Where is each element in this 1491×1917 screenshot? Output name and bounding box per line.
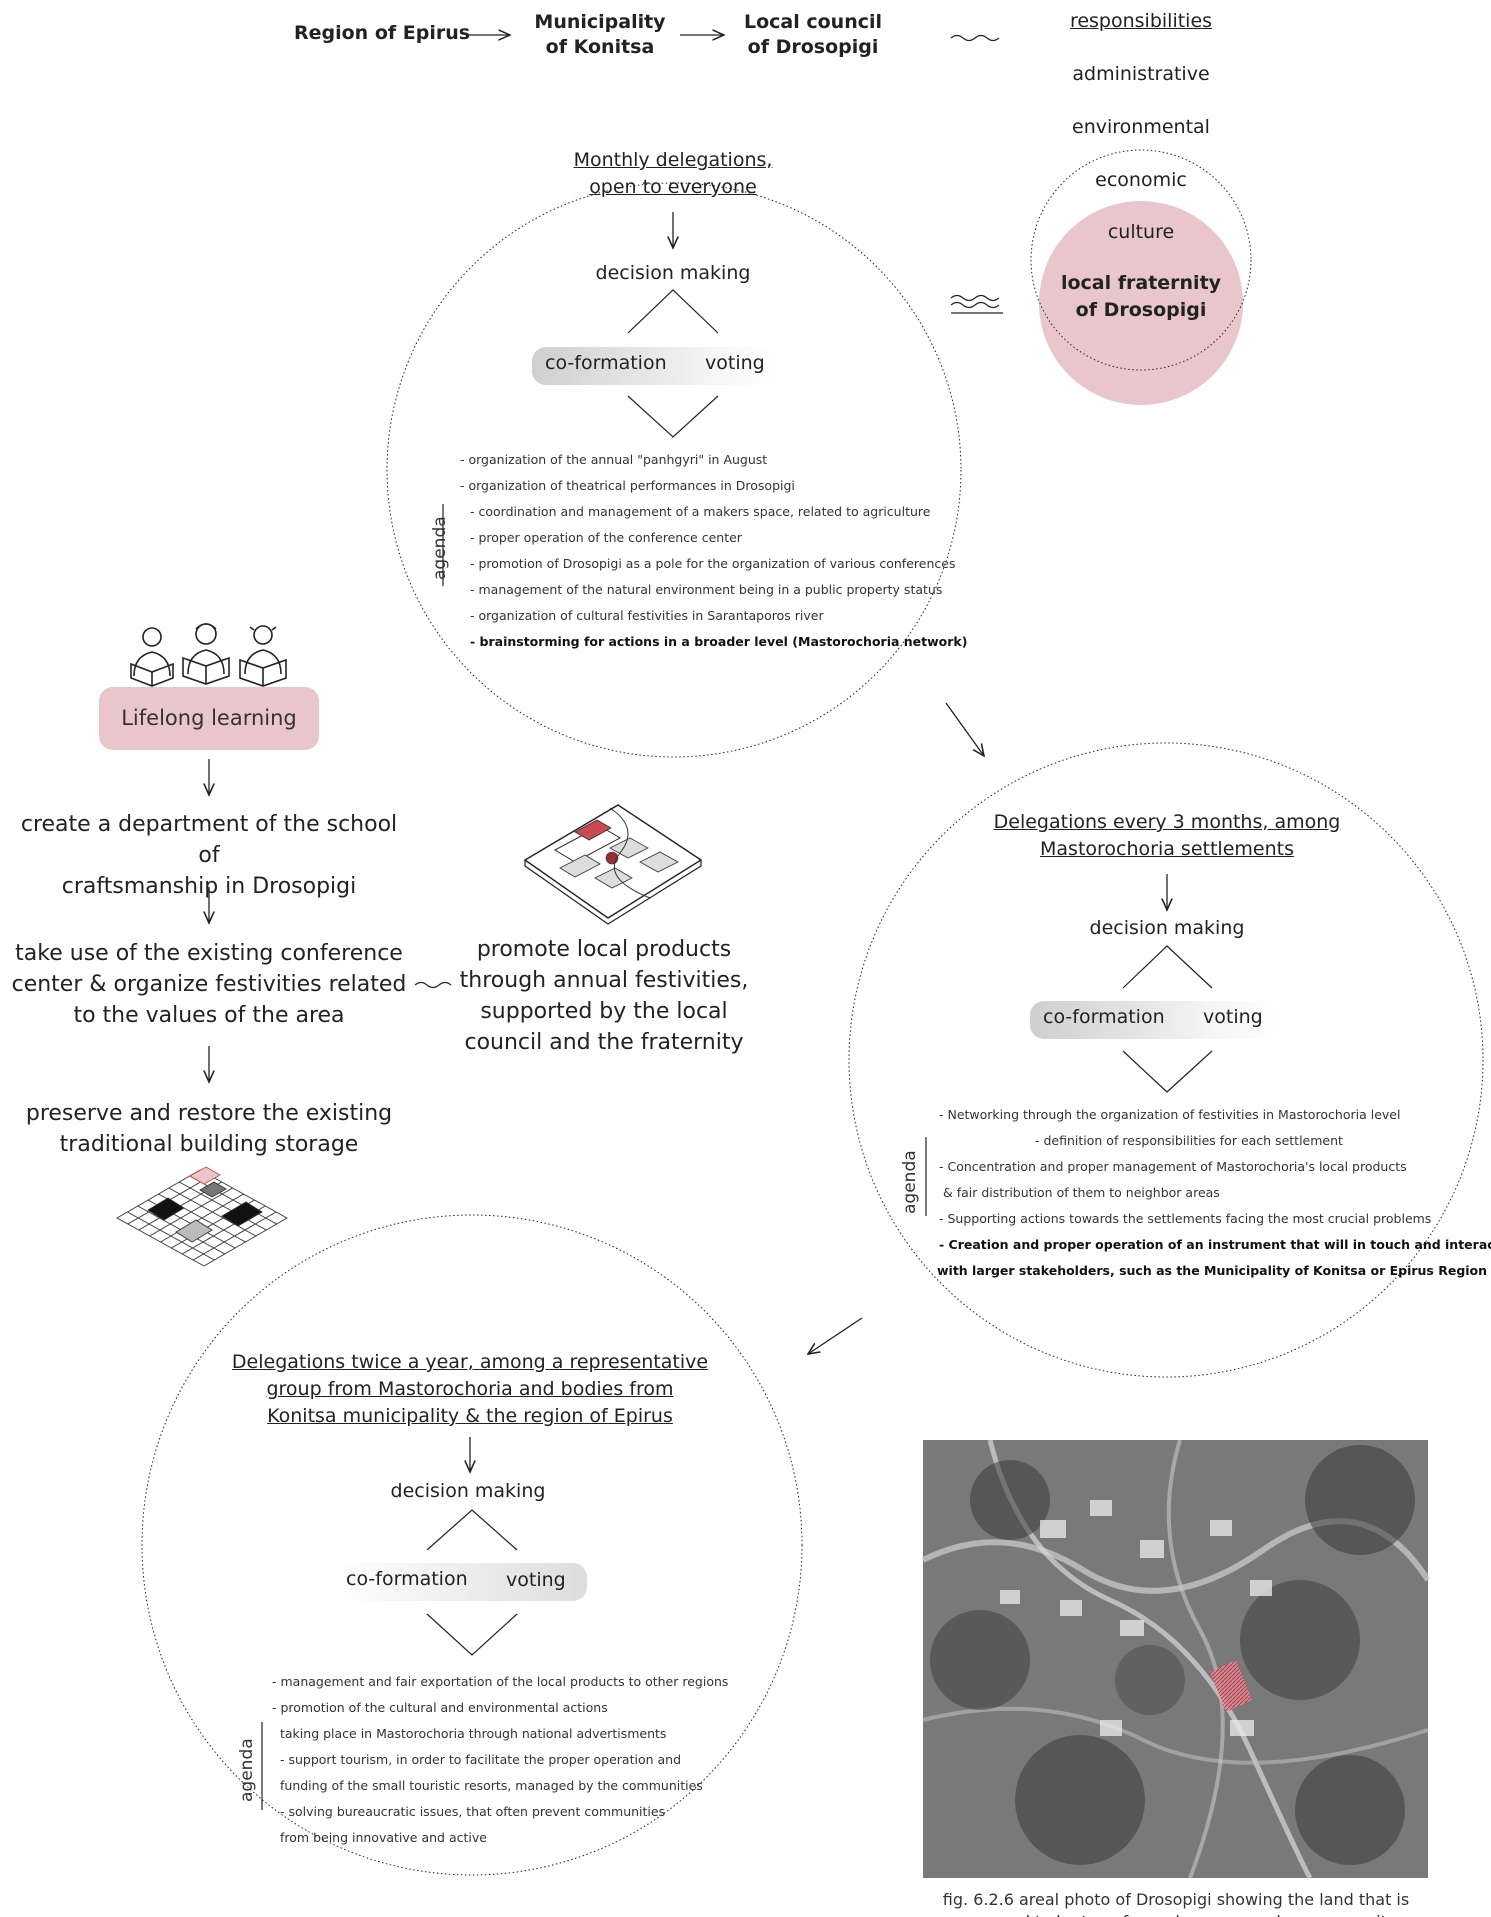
circle1-title: Monthly delegations, open to everyone: [573, 149, 773, 198]
agenda-item: from being innovative and active: [280, 1830, 487, 1845]
circle2-agenda-label: agenda: [900, 1150, 920, 1214]
circle-twice-a-year-delegations: [141, 1214, 803, 1876]
agenda-item-bold: - brainstorming for actions in a broader…: [470, 634, 968, 649]
learning-step-2: take use of the existing conference cent…: [11, 941, 407, 1028]
circle3-agenda-label: agenda: [237, 1738, 257, 1802]
learning-step-1: create a department of the school of cra…: [20, 812, 398, 899]
responsibilities-title: responsibilities: [1069, 10, 1213, 32]
agenda-item: - promotion of the cultural and environm…: [272, 1700, 608, 1715]
circle1-agenda-list: - organization of the annual "panhgyri" …: [460, 447, 967, 655]
agenda-item-bold: with larger stakeholders, such as the Mu…: [937, 1263, 1488, 1278]
agenda-item: - management and fair exportation of the…: [272, 1674, 729, 1689]
circle1-agenda-label: agenda: [430, 516, 450, 580]
circle2-decision-making: decision making: [1089, 917, 1245, 939]
responsibility-environmental: environmental: [1072, 116, 1210, 138]
agenda-item: - definition of responsibilities for eac…: [1035, 1133, 1343, 1148]
agenda-item: - organization of the annual "panhgyri" …: [460, 452, 768, 467]
circle2-voting: voting: [1203, 1006, 1263, 1028]
responsibilities-dotted-circle: [1030, 149, 1252, 371]
circle3-decision-making: decision making: [390, 1480, 546, 1502]
circle1-voting: voting: [705, 352, 765, 374]
photo-caption-cut-line: proposed to be transformed ... managed .…: [920, 1911, 1432, 1917]
municipality-label: Municipality of Konitsa: [534, 11, 666, 58]
arrow-circle1-circle2: [945, 702, 984, 756]
circle1-pill: [532, 347, 782, 385]
people-reading-icon: [130, 623, 287, 687]
circle2-coformation: co-formation: [1043, 1006, 1165, 1028]
circle3-voting: voting: [506, 1569, 566, 1591]
circle-3-month-delegations: [848, 742, 1484, 1378]
circle3-title: Delegations twice a year, among a repres…: [231, 1351, 709, 1427]
agenda-item: - Supporting actions towards the settlem…: [939, 1211, 1432, 1226]
aerial-photo: [921, 1439, 1431, 1880]
lifelong-learning-badge: Lifelong learning: [99, 687, 319, 750]
agenda-item: - Networking through the organization of…: [939, 1107, 1401, 1122]
circle3-pill: [335, 1563, 587, 1601]
agenda-item: - support tourism, in order to facilitat…: [280, 1752, 682, 1767]
wave-connector-promote: [414, 981, 452, 989]
circle2-agenda-list: - Networking through the organization of…: [937, 1102, 1491, 1284]
circle1-decision-making: decision making: [595, 262, 751, 284]
circle2-title: Delegations every 3 months, among Mastor…: [993, 811, 1341, 860]
circle3-coformation: co-formation: [346, 1568, 468, 1590]
agenda-item: & fair distribution of them to neighbor …: [943, 1185, 1220, 1200]
agenda-item: - proper operation of the conference cen…: [470, 530, 742, 545]
responsibility-administrative: administrative: [1072, 63, 1210, 85]
promote-local-products-text: promote local products through annual fe…: [459, 937, 749, 1055]
local-council-label: Local council of Drosopigi: [743, 11, 883, 58]
learning-step-3: preserve and restore the existing tradit…: [25, 1101, 393, 1157]
agenda-item: - promotion of Drosopigi as a pole for t…: [470, 556, 956, 571]
photo-caption: fig. 6.2.6 areal photo of Drosopigi show…: [942, 1890, 1410, 1909]
wave-connector-fraternity: [950, 294, 1000, 302]
agenda-item: - Concentration and proper management of…: [939, 1159, 1407, 1174]
responsibility-culture: culture: [1107, 221, 1175, 243]
agenda-item: - coordination and management of a maker…: [470, 504, 931, 519]
agenda-item: - organization of cultural festivities i…: [470, 608, 824, 623]
agenda-item: - management of the natural environment …: [470, 582, 943, 597]
circle1-coformation: co-formation: [545, 352, 667, 374]
arrow-circle2-circle3: [808, 1317, 863, 1354]
fraternity-pink-circle: [1039, 201, 1243, 405]
circle-monthly-delegations: [386, 182, 962, 758]
village-map-icon: [523, 804, 703, 925]
agenda-item: taking place in Mastorochoria through na…: [280, 1726, 667, 1741]
fraternity-label: local fraternity of Drosopigi: [1060, 272, 1222, 321]
region-of-epirus-label: Region of Epirus: [294, 22, 471, 44]
agenda-item-bold: - Creation and proper operation of an in…: [939, 1237, 1491, 1252]
agenda-item: funding of the small touristic resorts, …: [280, 1778, 703, 1793]
circle3-agenda-list: - management and fair exportation of the…: [272, 1669, 728, 1851]
agenda-item: - solving bureaucratic issues, that ofte…: [280, 1804, 666, 1819]
agenda-item: - organization of theatrical performance…: [460, 478, 795, 493]
responsibility-economic: economic: [1095, 169, 1187, 191]
building-storage-grid-icon: [116, 1166, 288, 1267]
circle2-pill: [1030, 1001, 1286, 1039]
wave-connector-top: [950, 34, 1000, 42]
